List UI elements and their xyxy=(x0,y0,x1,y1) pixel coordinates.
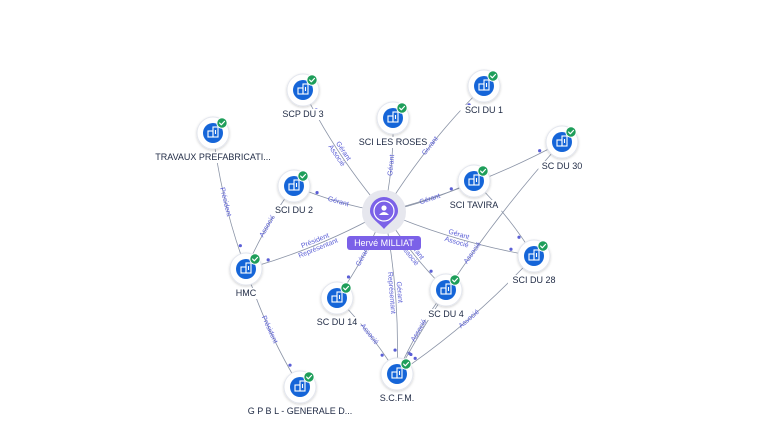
building-icon xyxy=(240,262,252,274)
building-icon xyxy=(556,135,568,147)
edge-arrow xyxy=(315,191,319,195)
company-node-tavira[interactable]: SCI TAVIRA xyxy=(445,164,503,211)
node-label: SCI LES ROSES xyxy=(359,137,428,147)
node-label-bg xyxy=(445,200,503,211)
company-node-sci28[interactable]: SCI DU 28 xyxy=(507,239,561,286)
node-label-bg xyxy=(460,105,508,116)
node-label: S.C.F.M. xyxy=(380,393,415,403)
building-icon xyxy=(387,111,399,123)
edge-arrow xyxy=(538,149,542,153)
node-label: SCI DU 2 xyxy=(275,205,313,215)
edge-label: Gérant xyxy=(395,281,404,303)
edge-arrow xyxy=(393,348,397,352)
node-label-bg xyxy=(538,161,586,172)
node-label: SCI DU 28 xyxy=(512,275,555,285)
node-label-bg xyxy=(152,152,274,163)
edge-label: Associé xyxy=(259,214,277,239)
company-node-sc4[interactable]: SC DU 4 xyxy=(424,273,468,320)
node-label: G P B L - GENERALE D... xyxy=(248,406,353,416)
edge-label: Président xyxy=(218,187,232,217)
building-icon xyxy=(294,380,306,392)
center-label: Hervé MILLIAT xyxy=(354,238,414,248)
verified-check-icon xyxy=(449,274,461,286)
node-label-bg xyxy=(373,393,421,404)
company-node-sci2[interactable]: SCI DU 2 xyxy=(270,169,318,216)
verified-check-icon xyxy=(249,253,261,265)
edge-arrow xyxy=(429,269,433,273)
verified-check-icon xyxy=(306,74,318,86)
person-pin-inner xyxy=(373,200,395,222)
node-label-bg xyxy=(507,275,561,286)
company-node-sc14[interactable]: SC DU 14 xyxy=(313,281,361,328)
node-label-bg xyxy=(270,205,318,216)
edge-sci28-scfm xyxy=(396,255,535,375)
company-node-scp3[interactable]: SCP DU 3 xyxy=(279,73,327,120)
verified-check-icon xyxy=(396,102,408,114)
building-icon xyxy=(297,83,309,95)
verified-check-icon xyxy=(565,126,577,138)
center-node[interactable]: Hervé MILLIAT xyxy=(347,190,421,250)
verified-check-icon xyxy=(297,170,309,182)
building-icon xyxy=(288,179,300,191)
company-node-sci1[interactable]: SCI DU 1 xyxy=(460,69,508,116)
node-label: SC DU 30 xyxy=(542,161,583,171)
edge-arrow xyxy=(266,258,270,262)
edge-arrow xyxy=(413,356,417,360)
company-node-sc30[interactable]: SC DU 30 xyxy=(538,125,586,172)
company-node-scfm[interactable]: S.C.F.M. xyxy=(373,357,421,404)
verified-check-icon xyxy=(400,358,412,370)
company-node-roses[interactable]: SCI LES ROSES xyxy=(357,101,429,148)
node-label: SC DU 4 xyxy=(428,309,464,319)
center-label-box xyxy=(347,236,421,250)
edge-label: Président xyxy=(260,315,279,345)
node-label: SCP DU 3 xyxy=(282,109,323,119)
edge-label: Représentant xyxy=(386,272,396,315)
node-label: SCI DU 1 xyxy=(465,105,503,115)
verified-check-icon xyxy=(487,70,499,82)
person-icon xyxy=(379,205,389,215)
verified-check-icon xyxy=(477,165,489,177)
node-label-bg xyxy=(313,317,361,328)
edge-arrow xyxy=(509,247,513,251)
nodes-layer: SCP DU 3 SCI LES ROSES SCI DU 1 SC DU 30 TRA… xyxy=(152,69,586,417)
edge-arrow xyxy=(409,352,413,357)
edge-arrow xyxy=(449,187,453,191)
node-label-bg xyxy=(229,288,263,299)
edge-label: Associé xyxy=(359,323,380,347)
verified-check-icon xyxy=(303,371,315,383)
node-label: SCI TAVIRA xyxy=(450,200,499,210)
company-node-gpbl[interactable]: G P B L - GENERALE D... xyxy=(239,370,361,417)
building-icon xyxy=(331,291,343,303)
node-label: TRAVAUX PREFABRICATI... xyxy=(155,152,271,162)
building-icon xyxy=(468,174,480,186)
node-label-bg xyxy=(424,309,468,320)
company-node-hmc[interactable]: HMC xyxy=(229,252,263,299)
building-icon xyxy=(528,249,540,261)
building-icon xyxy=(478,79,490,91)
edge-arrow xyxy=(517,235,521,239)
edge-arrow xyxy=(346,275,351,279)
verified-check-icon xyxy=(537,240,549,252)
edge-arrow xyxy=(288,363,292,367)
node-label-bg xyxy=(279,109,327,120)
building-icon xyxy=(207,126,219,138)
node-label-bg xyxy=(357,137,429,148)
edge-label: Associé xyxy=(410,318,428,343)
edge-label: Gérant xyxy=(419,193,442,207)
edge-label: Gérant xyxy=(387,154,396,176)
node-label: HMC xyxy=(236,288,257,298)
edge-sc30-scfm xyxy=(396,141,563,375)
node-label-bg xyxy=(239,406,361,417)
company-node-travaux[interactable]: TRAVAUX PREFABRICATI... xyxy=(152,116,274,163)
building-icon xyxy=(440,283,452,295)
edge-arrow xyxy=(380,353,384,357)
building-icon xyxy=(391,367,403,379)
verified-check-icon xyxy=(216,117,228,129)
verified-check-icon xyxy=(340,282,352,294)
node-label: SC DU 14 xyxy=(317,317,358,327)
edge-arrow xyxy=(238,244,242,248)
edge-label: Gérant xyxy=(327,196,350,209)
